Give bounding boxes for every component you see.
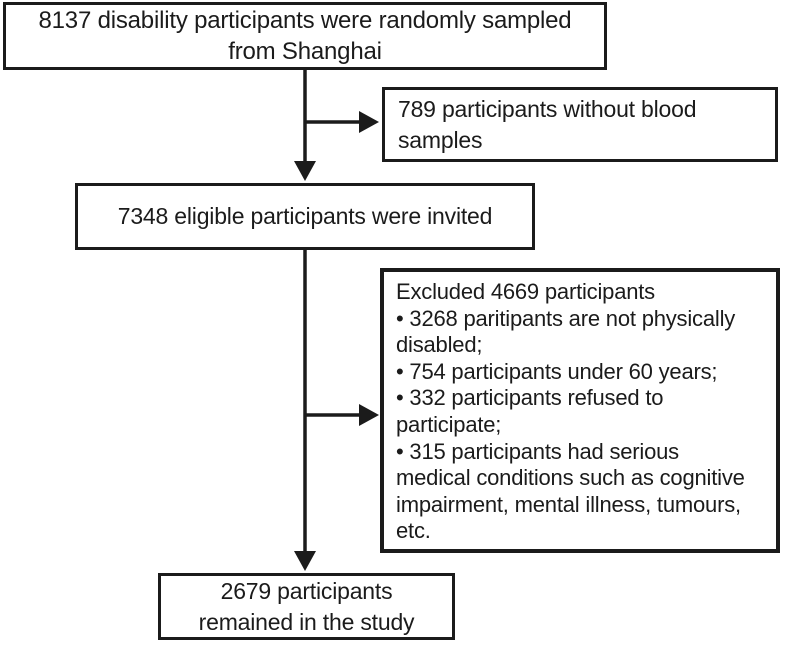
excluded-line: disabled; xyxy=(396,332,483,358)
excluded-line: • 3268 paritipants are not physically xyxy=(396,305,736,331)
excluded-line: impairment, mental illness, tumours, xyxy=(396,491,741,517)
excluded-box: Excluded 4669 participants • 3268 pariti… xyxy=(380,268,780,553)
final-line-2: remained in the study xyxy=(198,608,415,635)
no-blood-line-2: samples xyxy=(398,126,483,153)
excluded-line: • 315 participants had serious xyxy=(396,438,679,464)
sampled-line-2: from Shanghai xyxy=(228,38,382,65)
sampled-box: 8137 disability participants were random… xyxy=(3,2,607,70)
excluded-line: • 332 participants refused to xyxy=(396,385,664,411)
arrow-branch-no-blood xyxy=(305,111,379,133)
invited-box: 7348 eligible participants were invited xyxy=(75,183,535,250)
no-blood-line-1: 789 participants without blood xyxy=(398,95,697,122)
sampled-line-1: 8137 disability participants were random… xyxy=(38,7,572,34)
arrow-branch-excluded xyxy=(305,404,379,426)
final-box: 2679 participants remained in the study xyxy=(158,573,455,640)
excluded-title: Excluded 4669 participants xyxy=(396,279,655,304)
excluded-line: medical conditions such as cognitive xyxy=(396,465,745,491)
invited-text: 7348 eligible participants were invited xyxy=(117,203,493,229)
excluded-line: • 754 participants under 60 years; xyxy=(396,358,718,384)
arrow-invited-to-final xyxy=(294,250,316,571)
arrow-sampled-to-invited xyxy=(294,70,316,181)
excluded-line: etc. xyxy=(396,518,431,544)
final-line-1: 2679 participants xyxy=(220,577,393,604)
excluded-line: participate; xyxy=(396,411,502,437)
no-blood-samples-box: 789 participants without blood samples xyxy=(382,87,778,162)
